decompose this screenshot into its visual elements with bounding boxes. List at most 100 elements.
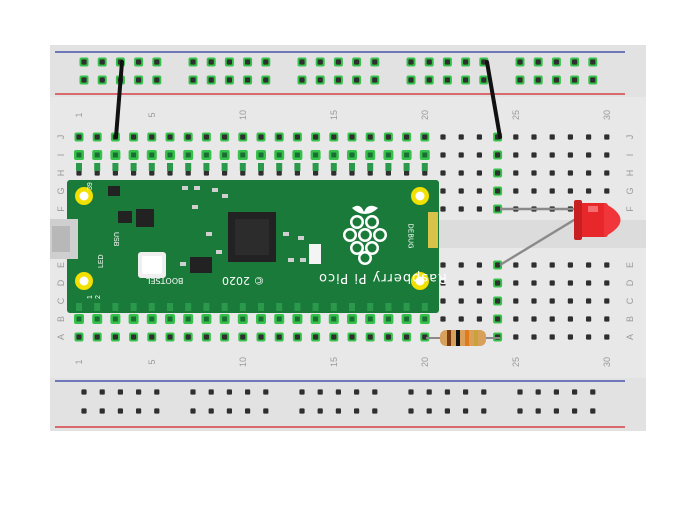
breadboard-hole — [294, 334, 300, 340]
breadboard-hole — [131, 170, 137, 176]
column-number: 30 — [602, 110, 612, 120]
breadboard-hole — [495, 262, 501, 268]
pin-hole — [185, 316, 191, 322]
breadboard-hole — [335, 389, 341, 395]
row-label: G — [625, 187, 635, 194]
breadboard-hole — [567, 316, 573, 322]
breadboard-hole — [299, 408, 305, 414]
row-label: D — [56, 279, 66, 286]
pin-trace — [167, 163, 173, 171]
breadboard-hole — [553, 389, 559, 395]
pin-hole — [349, 152, 355, 158]
breadboard-hole — [240, 134, 246, 140]
breadboard-hole — [549, 188, 555, 194]
raspberry-berry-inner — [352, 243, 362, 253]
breadboard-hole — [458, 188, 464, 194]
breadboard-hole — [531, 298, 537, 304]
pin-trace — [349, 163, 355, 171]
breadboard-hole — [76, 134, 82, 140]
breadboard-hole — [476, 298, 482, 304]
pin-hole — [76, 152, 82, 158]
crystal — [108, 186, 120, 196]
breadboard-hole — [590, 59, 596, 65]
breadboard-hole — [513, 334, 519, 340]
breadboard-hole — [422, 134, 428, 140]
breadboard-hole — [549, 298, 555, 304]
breadboard-hole — [99, 77, 105, 83]
breadboard-hole — [535, 389, 541, 395]
breadboard-hole — [263, 77, 269, 83]
pin-hole — [222, 152, 228, 158]
breadboard-hole — [476, 152, 482, 158]
breadboard-hole — [185, 134, 191, 140]
breadboard-hole — [245, 389, 251, 395]
pin-hole — [294, 316, 300, 322]
pin-hole — [367, 152, 373, 158]
usb-label: USB — [112, 232, 119, 247]
pin-hole — [149, 316, 155, 322]
breadboard-hole — [476, 262, 482, 268]
breadboard-hole — [276, 170, 282, 176]
breadboard-hole — [317, 408, 323, 414]
breadboard-hole — [531, 134, 537, 140]
breadboard-hole — [495, 152, 501, 158]
pin-hole — [203, 152, 209, 158]
breadboard-hole — [149, 134, 155, 140]
breadboard-hole — [385, 334, 391, 340]
breadboard-hole — [586, 188, 592, 194]
breadboard-hole — [567, 152, 573, 158]
breadboard-hole — [154, 59, 160, 65]
breadboard-hole — [349, 170, 355, 176]
breadboard-hole — [167, 170, 173, 176]
raspberry-berry-inner — [345, 230, 355, 240]
breadboard-hole — [513, 280, 519, 286]
pin-trace — [385, 163, 392, 171]
resistor-band — [447, 330, 451, 346]
breadboard-hole — [208, 77, 214, 83]
breadboard-hole — [444, 77, 450, 83]
breadboard-hole — [572, 59, 578, 65]
breadboard-hole — [203, 334, 209, 340]
breadboard-hole — [367, 170, 373, 176]
pin-hole — [385, 316, 391, 322]
breadboard-hole — [513, 152, 519, 158]
breadboard-hole — [185, 334, 191, 340]
breadboard-hole — [567, 188, 573, 194]
breadboard-hole — [222, 170, 228, 176]
pin-trace — [112, 163, 119, 171]
breadboard-hole — [426, 77, 432, 83]
breadboard-hole — [458, 170, 464, 176]
breadboard-hole — [463, 389, 469, 395]
breadboard-hole — [372, 59, 378, 65]
breadboard-hole — [372, 408, 378, 414]
led-dome — [604, 203, 621, 237]
breadboard-hole — [408, 59, 414, 65]
breadboard-hole — [604, 188, 610, 194]
breadboard-hole — [567, 170, 573, 176]
pin-trace — [276, 163, 283, 171]
breadboard-hole — [167, 334, 173, 340]
breadboard-hole — [226, 77, 232, 83]
breadboard-hole — [476, 170, 482, 176]
breadboard-hole — [604, 262, 610, 268]
breadboard-hole — [604, 280, 610, 286]
breadboard-hole — [440, 298, 446, 304]
raspberry-berry-inner — [367, 243, 377, 253]
raspberry-berry-inner — [375, 230, 385, 240]
row-label: B — [625, 316, 635, 322]
breadboard-hole — [572, 77, 578, 83]
breadboard-hole — [513, 298, 519, 304]
breadboard-hole — [299, 77, 305, 83]
row-label: J — [56, 135, 66, 140]
pin-hole — [112, 316, 118, 322]
pin-hole — [258, 152, 264, 158]
breadboard-hole — [367, 134, 373, 140]
led-rim — [574, 200, 582, 240]
breadboard-hole — [495, 188, 501, 194]
smd-passive — [194, 186, 200, 190]
breadboard-hole — [245, 59, 251, 65]
pin-hole — [313, 316, 319, 322]
column-number: 20 — [420, 110, 430, 120]
breadboard-hole — [404, 170, 410, 176]
breadboard-hole — [76, 170, 82, 176]
